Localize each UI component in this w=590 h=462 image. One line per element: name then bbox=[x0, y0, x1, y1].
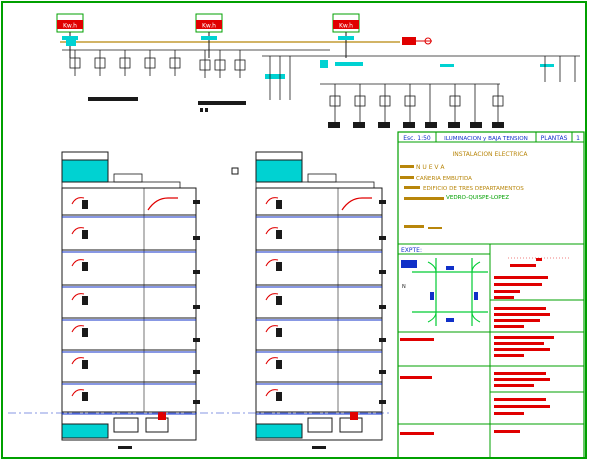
meter-label: Kw.h bbox=[202, 23, 216, 30]
main-breaker-symbol bbox=[402, 37, 416, 45]
water-tank bbox=[61, 159, 109, 183]
meter-label: Kw.h bbox=[63, 23, 77, 30]
subject-label: ILUMINACION y BAJA TENSION bbox=[444, 136, 528, 142]
location-map: N bbox=[401, 258, 488, 326]
meter-label-bg bbox=[333, 20, 359, 29]
water-tank bbox=[255, 159, 303, 183]
title-line-1: N U E V A bbox=[416, 164, 445, 171]
north-label: N bbox=[402, 284, 406, 290]
sheet-number: 1 bbox=[576, 135, 580, 142]
scale-label: Esc. 1:50 bbox=[403, 135, 431, 142]
meter-label: Kw.h bbox=[339, 23, 353, 30]
signature-bars bbox=[400, 258, 554, 435]
title-line-2: CAÑERIA EMBUTIDA bbox=[416, 175, 472, 182]
meter-group-1: Kw.h bbox=[56, 13, 200, 101]
meter-label-bg bbox=[57, 20, 83, 29]
sheet-label: PLANTAS bbox=[541, 135, 568, 142]
title-block: Esc. 1:50 ILUMINACION y BAJA TENSION PLA… bbox=[397, 131, 585, 459]
title-heading: INSTALACION ELECTRICA bbox=[453, 151, 529, 158]
title-line-4: VEDRO-QUISPE-LOPEZ bbox=[446, 195, 509, 201]
floor-plan-left bbox=[61, 151, 200, 449]
expte-label: EXPTE: bbox=[401, 247, 422, 254]
meter-group-3: Kw.h bbox=[262, 13, 580, 128]
meter-label-bg bbox=[196, 20, 222, 29]
title-line-3: EDIFICIO DE TRES DEPARTAMENTOS bbox=[423, 186, 524, 192]
single-line-diagram: Kw.h Kw.h bbox=[56, 13, 580, 128]
meter-group-2: Kw.h bbox=[195, 13, 330, 112]
floor-plan-right bbox=[231, 151, 386, 449]
